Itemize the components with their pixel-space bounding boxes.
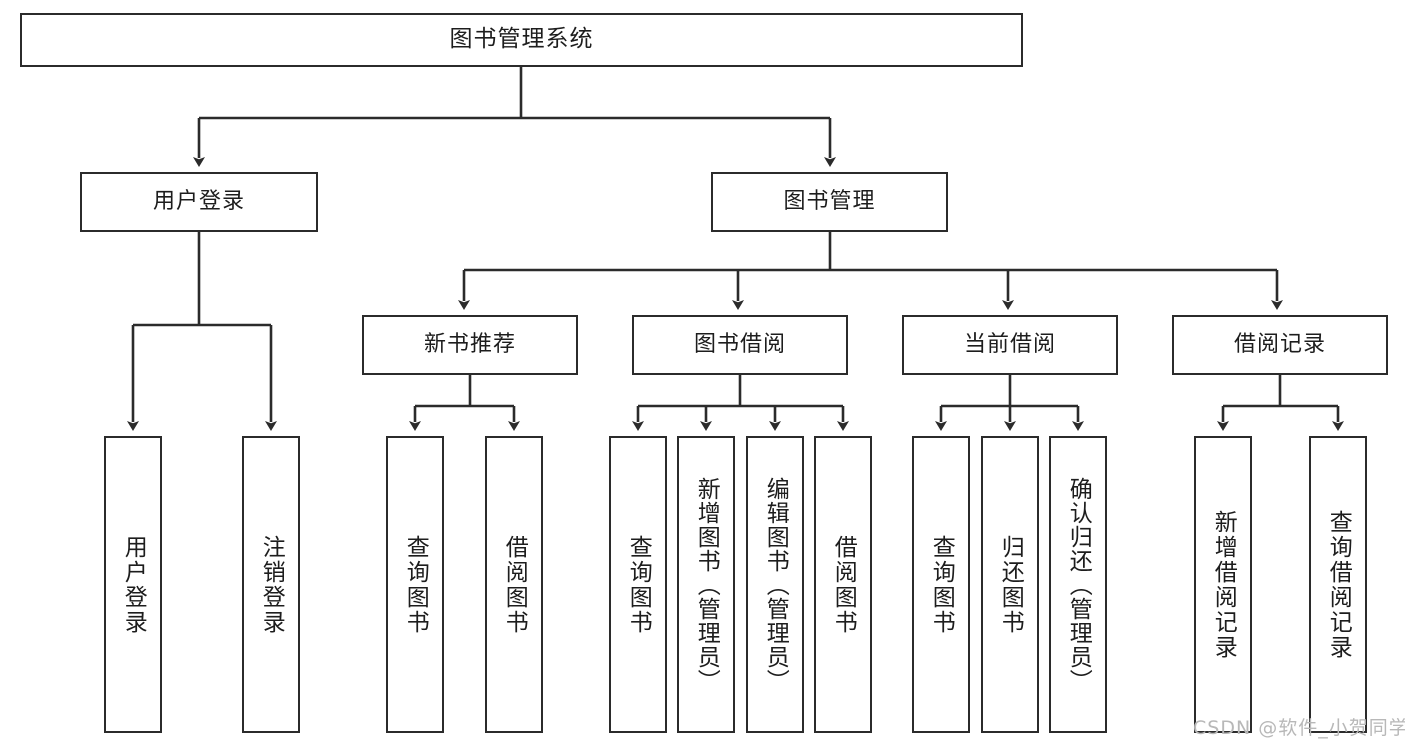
leaf-user-login-logout[interactable]: 注销登录 [242, 436, 300, 733]
node-label: 注销登录 [258, 534, 285, 635]
leaf-book-borrow-add[interactable]: 新增图书（管理员） [677, 436, 735, 733]
node-label: 图书管理系统 [449, 26, 594, 53]
node-label: 图书管理 [783, 189, 876, 215]
leaf-borrow-record-add[interactable]: 新增借阅记录 [1194, 436, 1252, 733]
node-new-book-recommend[interactable]: 新书推荐 [362, 315, 578, 375]
node-label: 编辑图书（管理员） [762, 476, 789, 693]
leaf-current-borrow-confirm-return[interactable]: 确认归还（管理员） [1049, 436, 1107, 733]
node-label: 借阅图书 [501, 534, 528, 635]
node-current-borrow[interactable]: 当前借阅 [902, 315, 1118, 375]
leaf-book-borrow-borrow[interactable]: 借阅图书 [814, 436, 872, 733]
node-label: 用户登录 [152, 189, 245, 215]
node-book-management[interactable]: 图书管理 [711, 172, 948, 232]
leaf-book-borrow-query[interactable]: 查询图书 [609, 436, 667, 733]
leaf-current-borrow-query[interactable]: 查询图书 [912, 436, 970, 733]
node-user-login[interactable]: 用户登录 [80, 172, 318, 232]
node-label: 新增借阅记录 [1210, 509, 1237, 660]
csdn-watermark: CSDN @软件_小贺同学 [1193, 717, 1405, 739]
node-label: 查询图书 [402, 534, 429, 635]
leaf-new-book-borrow[interactable]: 借阅图书 [485, 436, 543, 733]
node-label: 查询图书 [625, 534, 652, 635]
leaf-book-borrow-edit[interactable]: 编辑图书（管理员） [746, 436, 804, 733]
node-label: 当前借阅 [963, 332, 1056, 358]
node-label: 借阅图书 [830, 534, 857, 635]
leaf-borrow-record-query[interactable]: 查询借阅记录 [1309, 436, 1367, 733]
leaf-user-login-login[interactable]: 用户登录 [104, 436, 162, 733]
node-label: 借阅记录 [1233, 332, 1326, 358]
node-label: 归还图书 [997, 534, 1024, 635]
node-label: 新书推荐 [423, 332, 516, 358]
node-label: 查询借阅记录 [1325, 509, 1352, 660]
leaf-current-borrow-return[interactable]: 归还图书 [981, 436, 1039, 733]
node-label: 新增图书（管理员） [693, 476, 720, 693]
leaf-new-book-query[interactable]: 查询图书 [386, 436, 444, 733]
node-label: 确认归还（管理员） [1065, 476, 1092, 693]
node-book-borrow[interactable]: 图书借阅 [632, 315, 848, 375]
node-root-system[interactable]: 图书管理系统 [20, 13, 1023, 67]
node-label: 查询图书 [928, 534, 955, 635]
node-label: 用户登录 [120, 534, 147, 635]
node-borrow-record[interactable]: 借阅记录 [1172, 315, 1388, 375]
node-label: 图书借阅 [693, 332, 786, 358]
